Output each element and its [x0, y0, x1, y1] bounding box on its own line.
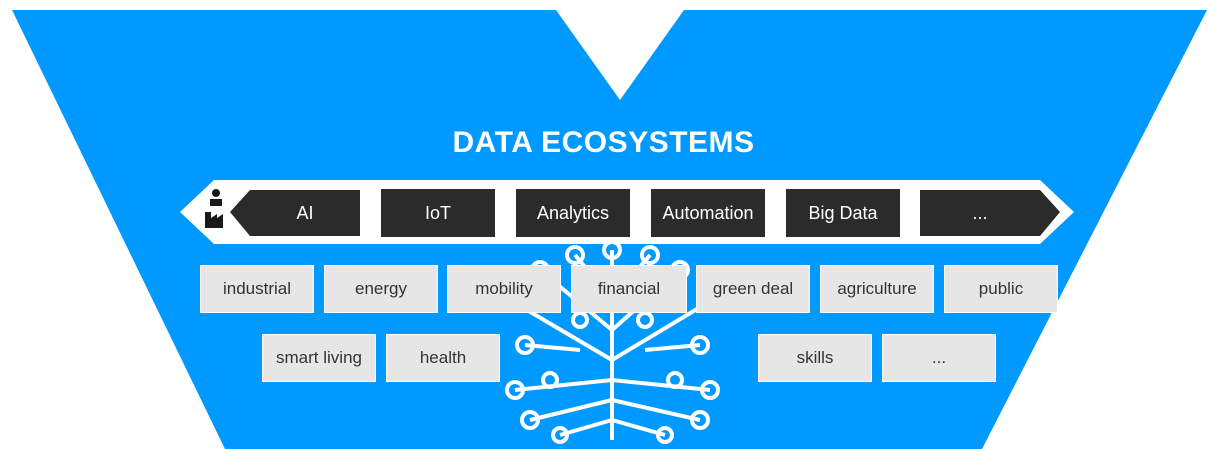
sector-more: ... — [882, 334, 996, 382]
sector-financial: financial — [571, 265, 687, 313]
sector-smart-living: smart living — [262, 334, 376, 382]
tech-iot: IoT — [381, 189, 495, 237]
sector-industrial: industrial — [200, 265, 314, 313]
sector-energy: energy — [324, 265, 438, 313]
tech-ai: AI — [296, 202, 314, 223]
tech-big-data: Big Data — [786, 189, 900, 237]
sector-green-deal: green deal — [696, 265, 810, 313]
arrow-right-tip — [920, 190, 1060, 236]
tech-analytics: Analytics — [516, 189, 630, 237]
sector-mobility: mobility — [447, 265, 561, 313]
sector-health: health — [386, 334, 500, 382]
sector-skills: skills — [758, 334, 872, 382]
arrow-left-tip — [230, 190, 360, 236]
sector-public: public — [944, 265, 1058, 313]
tech-automation: Automation — [651, 189, 765, 237]
sector-agriculture: agriculture — [820, 265, 934, 313]
diagram-title: DATA ECOSYSTEMS — [452, 126, 755, 159]
person-factory-icon — [205, 189, 223, 228]
tech-more: ... — [972, 202, 988, 223]
